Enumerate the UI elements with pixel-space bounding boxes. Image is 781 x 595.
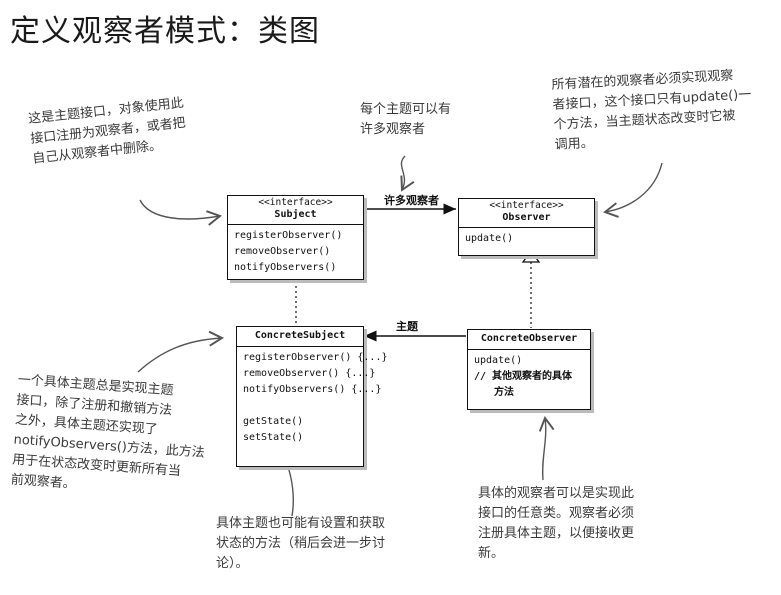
concrete-observer-box: ConcreteObserver update() // 其他观察者的具体 方法 xyxy=(467,329,591,410)
note-pointer-concrete-subject xyxy=(137,330,225,373)
subject-method: notifyObservers() xyxy=(234,262,337,273)
observer-method: update() xyxy=(465,233,514,244)
concrete-subject-method: registerObserver() {...} xyxy=(243,352,388,363)
note-state-methods: 具体主题也可能有设置和获取 状态的方法（稍后会进一步讨 论）。 xyxy=(216,516,386,571)
concrete-subject-method: getState() xyxy=(243,416,304,427)
note-concrete-observer: 具体的观察者可以是实现此 接口的任意类。观察者必须 注册具体主题，以便接收更 新… xyxy=(478,486,635,561)
concrete-observer-comment: 方法 xyxy=(494,387,514,398)
relation-label-subject: 主题 xyxy=(396,320,418,333)
concrete-subject-box: ConcreteSubject registerObserver() {...}… xyxy=(236,326,388,467)
subject-method: registerObserver() xyxy=(234,230,343,241)
note-observer-interface: 所有潜在的观察者必须实现观察 者接口，这个接口只有update()一 个方法，当… xyxy=(551,68,752,153)
concrete-observer-comment: // 其他观察者的具体 xyxy=(474,371,573,382)
subject-stereotype: <<interface>> xyxy=(258,197,333,208)
note-pointer-subject-interface xyxy=(139,199,222,226)
observer-stereotype: <<interface>> xyxy=(489,200,564,211)
observer-class-name: Observer xyxy=(502,212,551,223)
concrete-subject-method: setState() xyxy=(243,432,304,443)
concrete-subject-method: removeObserver() {...} xyxy=(243,368,376,379)
note-pointer-observer-interface xyxy=(603,162,663,218)
note-pointer-one-to-many xyxy=(400,155,415,192)
note-one-to-many: 每个主题可以有 许多观察者 xyxy=(360,102,452,137)
note-pointer-concrete-observer xyxy=(538,416,555,481)
relation-label-many-observers: 许多观察者 xyxy=(384,194,439,207)
realization-triangle-observer xyxy=(521,249,541,263)
observer-interface-box: <<interface>> Observer update() xyxy=(458,198,595,256)
concrete-observer-method: update() xyxy=(474,355,523,366)
concrete-subject-method: notifyObservers() {...} xyxy=(243,384,382,395)
subject-interface-box: <<interface>> Subject registerObserver()… xyxy=(227,195,364,280)
note-concrete-subject: 一个具体主题总是实现主题 接口，除了注册和撤销方法 之外，具体主题还实现了 no… xyxy=(10,372,206,492)
page-title: 定义观察者模式：类图 xyxy=(10,14,320,49)
concrete-observer-class-name: ConcreteObserver xyxy=(480,333,578,344)
subject-method: removeObserver() xyxy=(234,246,331,257)
concrete-subject-class-name: ConcreteSubject xyxy=(254,330,346,341)
subject-class-name: Subject xyxy=(274,209,317,220)
